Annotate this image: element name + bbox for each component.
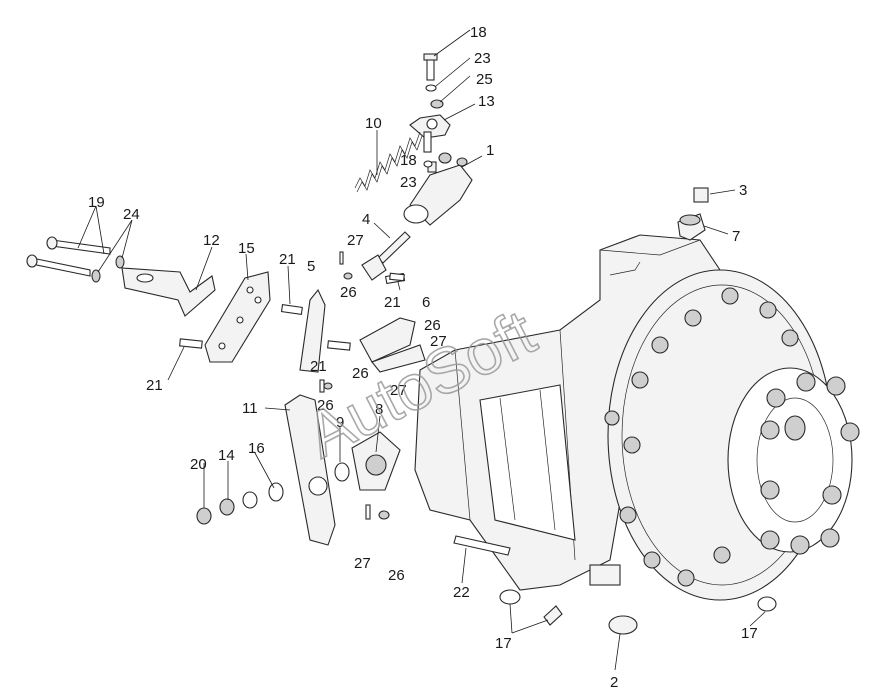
seal-8-ring-9 — [334, 431, 401, 491]
callout-19: 19 — [88, 194, 105, 211]
callout-27-b: 27 — [430, 333, 447, 350]
wheel-studs — [760, 372, 860, 555]
callout-15: 15 — [238, 240, 255, 257]
callout-22: 22 — [453, 584, 470, 601]
callout-26-c: 26 — [352, 365, 369, 382]
callout-17-left: 17 — [495, 635, 512, 652]
callout-7: 7 — [732, 228, 740, 245]
callout-26-a: 26 — [340, 284, 357, 301]
washers-24 — [91, 255, 125, 283]
callout-21-a: 21 — [279, 251, 296, 268]
callout-21-b: 21 — [384, 294, 401, 311]
valve-assembly — [403, 152, 473, 226]
callout-5: 5 — [307, 258, 315, 275]
hub-housing — [414, 234, 860, 601]
callout-1: 1 — [486, 142, 494, 159]
bracket-12 — [121, 267, 216, 317]
cap-3-7 — [677, 187, 709, 241]
pins-21 — [179, 272, 405, 351]
callout-27-a: 27 — [347, 232, 364, 249]
callout-20: 20 — [190, 456, 207, 473]
callout-17-right: 17 — [741, 625, 758, 642]
callout-6: 6 — [422, 294, 430, 311]
callout-21-d: 21 — [310, 358, 327, 375]
bolts-18-23-25 — [423, 53, 444, 168]
callout-9: 9 — [336, 414, 344, 431]
plate-15 — [204, 271, 271, 363]
callout-12: 12 — [203, 232, 220, 249]
callout-16: 16 — [248, 440, 265, 457]
callout-27-d: 27 — [354, 555, 371, 572]
small-clips — [319, 379, 390, 520]
callout-18-top: 18 — [470, 24, 487, 41]
bolts-19 — [26, 236, 111, 277]
callout-27-c: 27 — [390, 382, 407, 399]
callout-4: 4 — [362, 211, 370, 228]
callout-23-mid: 23 — [400, 174, 417, 191]
bracket-6 — [359, 317, 426, 373]
callout-13: 13 — [478, 93, 495, 110]
callout-10: 10 — [365, 115, 382, 132]
callout-8: 8 — [375, 401, 383, 418]
callout-25: 25 — [476, 71, 493, 88]
callout-26-e: 26 — [388, 567, 405, 584]
rod-4 — [361, 231, 411, 281]
lever-5 — [299, 288, 326, 373]
callout-labels: 1 2 3 4 5 6 7 8 9 10 11 12 13 14 15 16 1… — [88, 24, 758, 691]
callout-26-d: 26 — [317, 397, 334, 414]
callout-18-mid: 18 — [400, 152, 417, 169]
callout-26-b: 26 — [424, 317, 441, 334]
callout-11: 11 — [242, 400, 258, 417]
spring-10 — [354, 131, 423, 193]
callout-21-c: 21 — [146, 377, 163, 394]
arm-11 — [284, 394, 336, 546]
callout-14: 14 — [218, 447, 235, 464]
flange-bolts — [604, 287, 799, 587]
leader-lines — [77, 29, 766, 671]
callout-23-top: 23 — [474, 50, 491, 67]
nuts-20-14-16 — [196, 482, 284, 525]
callout-2: 2 — [610, 674, 618, 691]
callout-3: 3 — [739, 182, 747, 199]
callout-24: 24 — [123, 206, 140, 223]
